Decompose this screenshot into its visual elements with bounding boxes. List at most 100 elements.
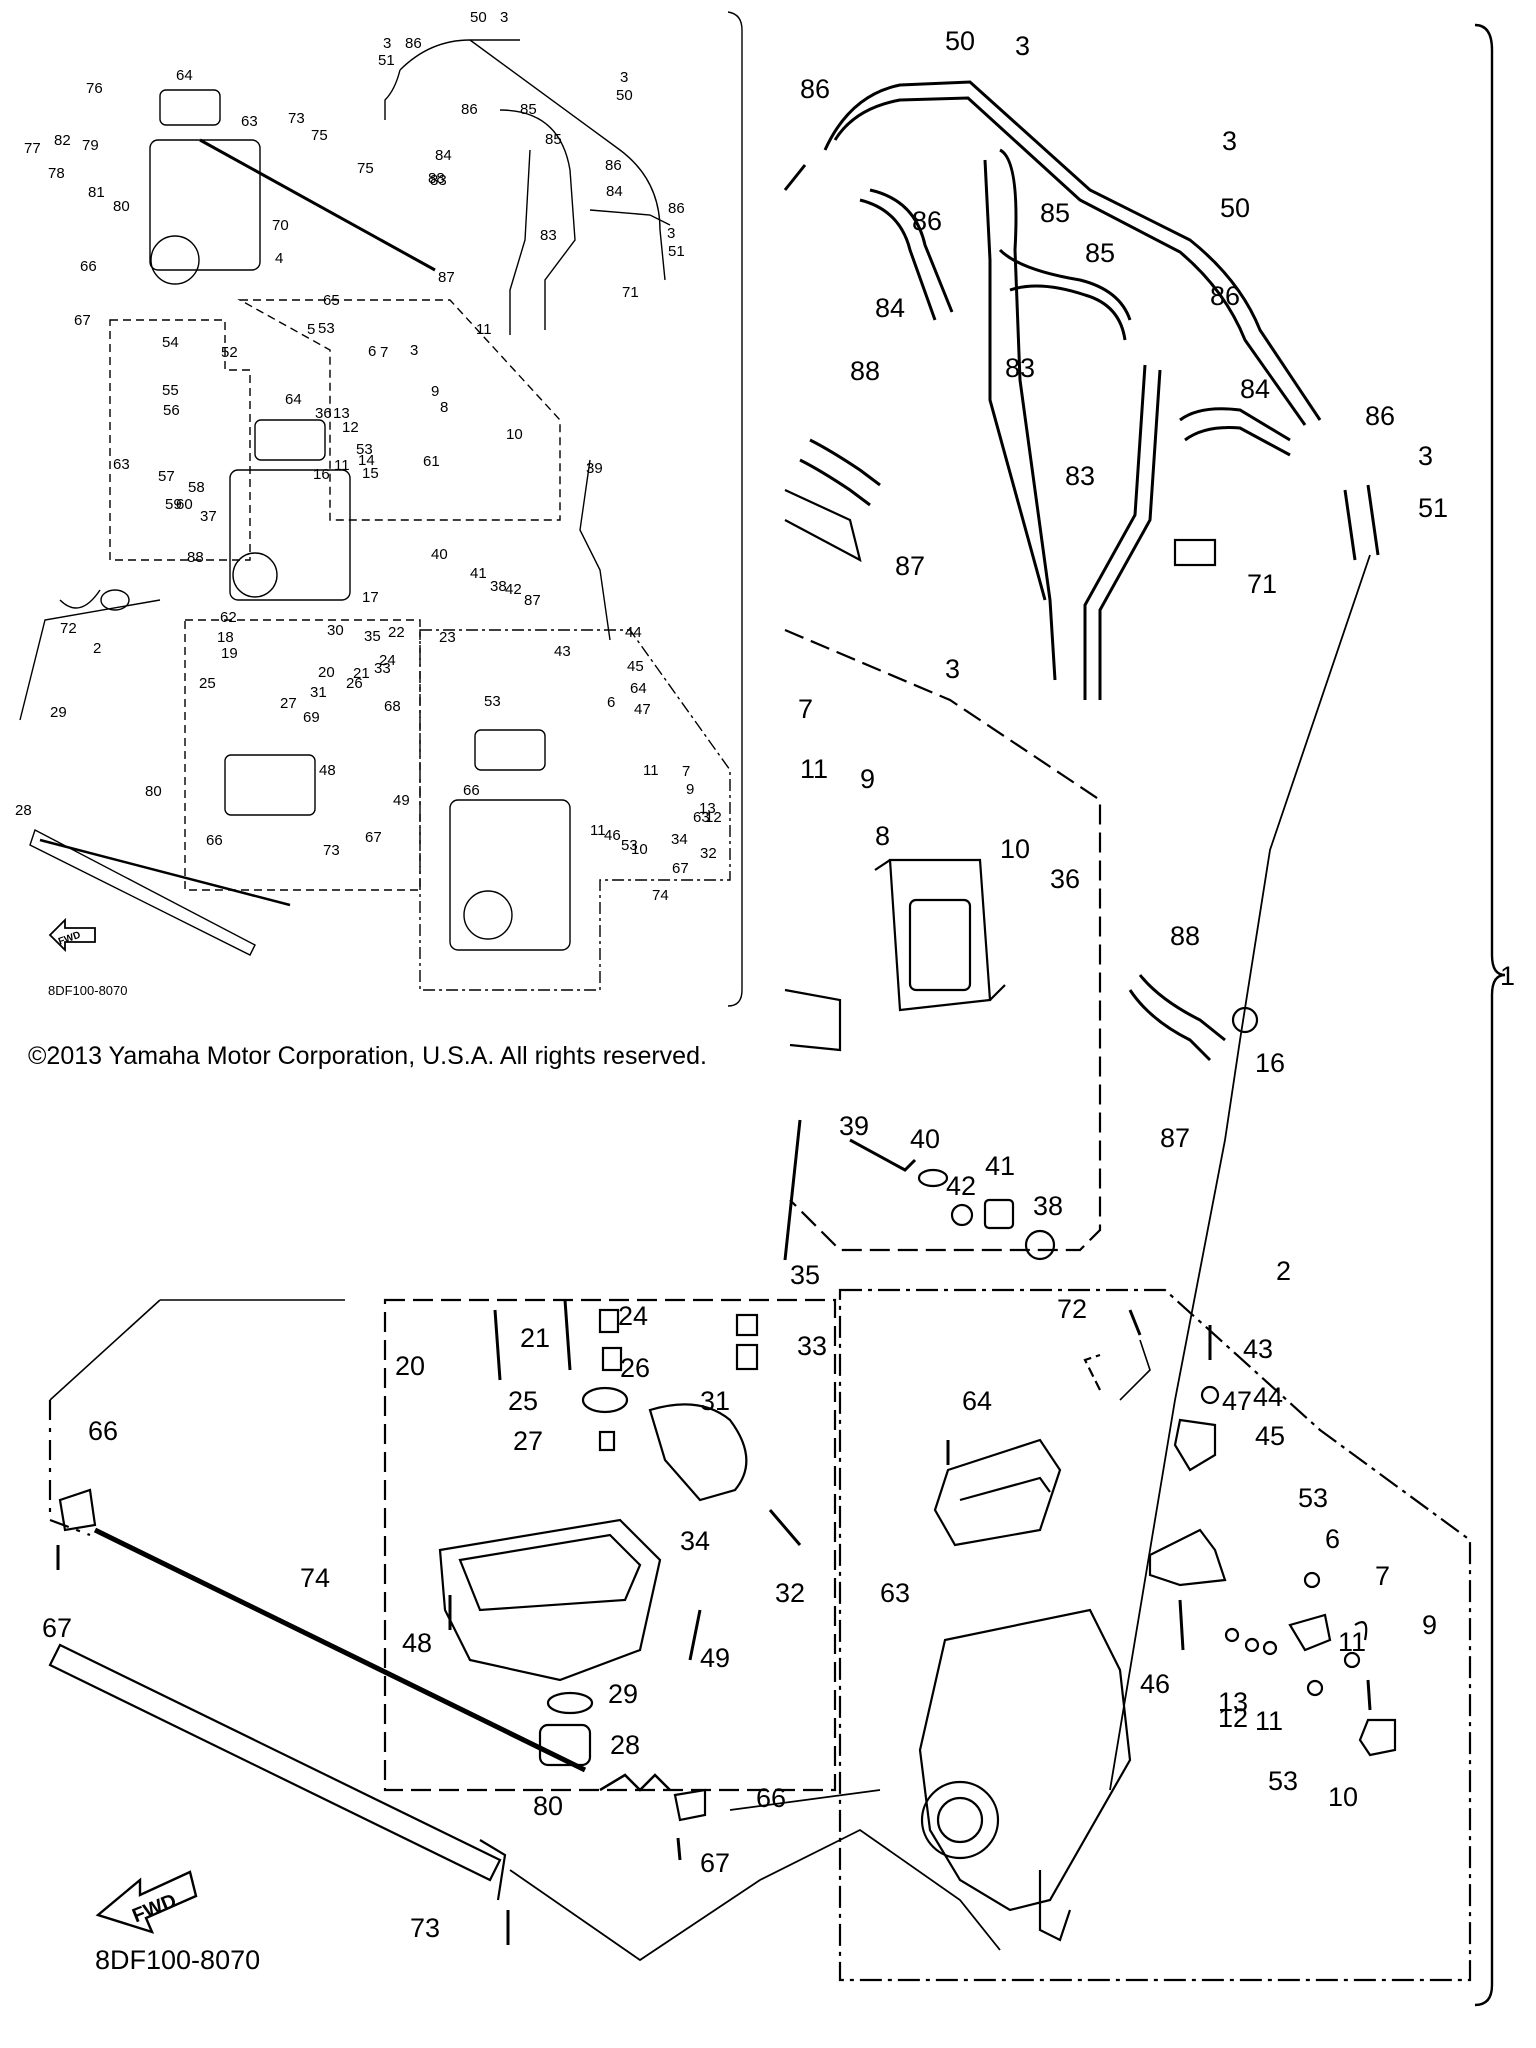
callout-small-86: 86 (605, 157, 622, 174)
callout-small-83: 83 (540, 227, 557, 244)
callout-large-87: 87 (895, 551, 925, 581)
hose-83-right (1098, 369, 1162, 700)
callout-small-88: 88 (187, 549, 204, 566)
callout-large-84: 84 (1240, 374, 1270, 404)
callout-small-58: 58 (188, 479, 205, 496)
callout-small-61: 61 (423, 453, 440, 470)
callout-small-80: 80 (113, 198, 130, 215)
screw-49 (688, 1609, 702, 1661)
detail-panel (48, 23, 1506, 2007)
oring-42 (950, 1203, 974, 1227)
callout-small-28: 28 (15, 802, 32, 819)
callout-large-53: 53 (1268, 1766, 1298, 1796)
cap-small-68 (100, 589, 130, 611)
callout-small-3: 3 (500, 9, 508, 26)
fwd-label-small: FWD (57, 930, 82, 948)
callout-large-40: 40 (910, 1124, 940, 1154)
spring-46 (1178, 1599, 1185, 1651)
group-small-bowl (184, 619, 421, 891)
callout-large-10: 10 (1000, 834, 1030, 864)
screw-9 (1366, 1679, 1372, 1711)
callout-large-51: 51 (1418, 493, 1448, 523)
callout-small-17: 17 (362, 589, 379, 606)
hose-small-right (469, 39, 666, 281)
hose-84-left-b (869, 188, 954, 313)
cap-38 (1024, 1229, 1056, 1261)
callout-small-12: 12 (342, 419, 359, 436)
hose-50-inner (833, 96, 1307, 426)
callout-large-67: 67 (700, 1848, 730, 1878)
callout-large-71: 71 (1247, 569, 1277, 599)
callout-small-59: 59 (165, 496, 182, 513)
spring-40 (917, 1168, 949, 1188)
callout-small-6: 6 (368, 343, 376, 360)
jet-20 (493, 1309, 502, 1381)
hose-87-top (809, 438, 881, 487)
callout-large-83: 83 (1065, 461, 1095, 491)
hose-87-mid (1138, 974, 1226, 1042)
callout-large-84: 84 (875, 293, 905, 323)
hose-50-tip (783, 164, 807, 191)
top-cover-8-edge (874, 859, 1006, 1001)
callout-large-42: 42 (946, 1171, 976, 1201)
callout-small-55: 55 (162, 382, 179, 399)
callout-small-85: 85 (520, 101, 537, 118)
callout-small-66: 66 (206, 832, 223, 849)
hose-83-right-b (1083, 364, 1147, 700)
callout-small-67: 67 (74, 312, 91, 329)
hose-small-left (384, 69, 401, 120)
callout-large-11: 11 (800, 754, 828, 784)
needle-35 (783, 1119, 802, 1261)
callout-small-45: 45 (627, 658, 644, 675)
washer-53-bottom (1306, 1679, 1324, 1697)
callout-small-69: 69 (303, 709, 320, 726)
spring-80 (599, 1773, 671, 1792)
fwd-arrow-large (95, 1870, 198, 1934)
callout-large-13: 13 (1218, 1687, 1248, 1717)
callout-small-19: 19 (221, 645, 238, 662)
callout-large-39: 39 (839, 1111, 869, 1141)
diagram-code-large: 8DF100-8070 (95, 1945, 261, 1975)
callout-small-3: 3 (667, 225, 675, 242)
callout-small-44: 44 (625, 624, 642, 641)
callout-large-9: 9 (860, 764, 875, 794)
copyright-notice: ©2013 Yamaha Motor Corporation, U.S.A. A… (28, 1042, 707, 1070)
hose-87-top-b (799, 458, 871, 507)
callout-large-28: 28 (610, 1730, 640, 1760)
throttle-bore-small-3 (463, 890, 513, 940)
callout-small-75: 75 (311, 127, 328, 144)
callout-large-66: 66 (756, 1783, 786, 1813)
callout-small-67: 67 (672, 860, 689, 877)
jet-27 (598, 1430, 616, 1452)
callout-small-77: 77 (24, 140, 41, 157)
callout-small-8: 8 (440, 399, 448, 416)
top-cover-63 (933, 1438, 1062, 1547)
group-bowl (383, 1298, 837, 1792)
jet-33-b (735, 1343, 759, 1371)
callout-small-5: 5 (307, 321, 315, 338)
callout-small-7: 7 (682, 763, 690, 780)
callout-small-86: 86 (461, 101, 478, 118)
float-31 (648, 1403, 748, 1502)
callout-large-80: 80 (533, 1791, 563, 1821)
lever-66-bottom (673, 1788, 707, 1822)
callout-small-65: 65 (323, 292, 340, 309)
callout-small-3: 3 (410, 342, 418, 359)
plate-73 (48, 1643, 502, 1882)
lever-6 (1288, 1613, 1332, 1652)
callout-small-40: 40 (431, 546, 448, 563)
leader-72 (1083, 1353, 1101, 1391)
callout-large-88: 88 (1170, 921, 1200, 951)
assembly-callout-1: 1 (1500, 961, 1515, 991)
callout-small-23: 23 (439, 629, 456, 646)
leader-bl-1 (48, 1400, 91, 1537)
callout-small-11: 11 (643, 762, 659, 779)
callout-large-36: 36 (1050, 864, 1080, 894)
callout-small-36: 36 (315, 405, 332, 422)
shaft-small (39, 838, 291, 907)
callout-large-12: 12 (1218, 1703, 1248, 1733)
screw-72 (1128, 1309, 1142, 1336)
jet-21 (563, 1299, 572, 1371)
callout-small-85: 85 (545, 131, 562, 148)
